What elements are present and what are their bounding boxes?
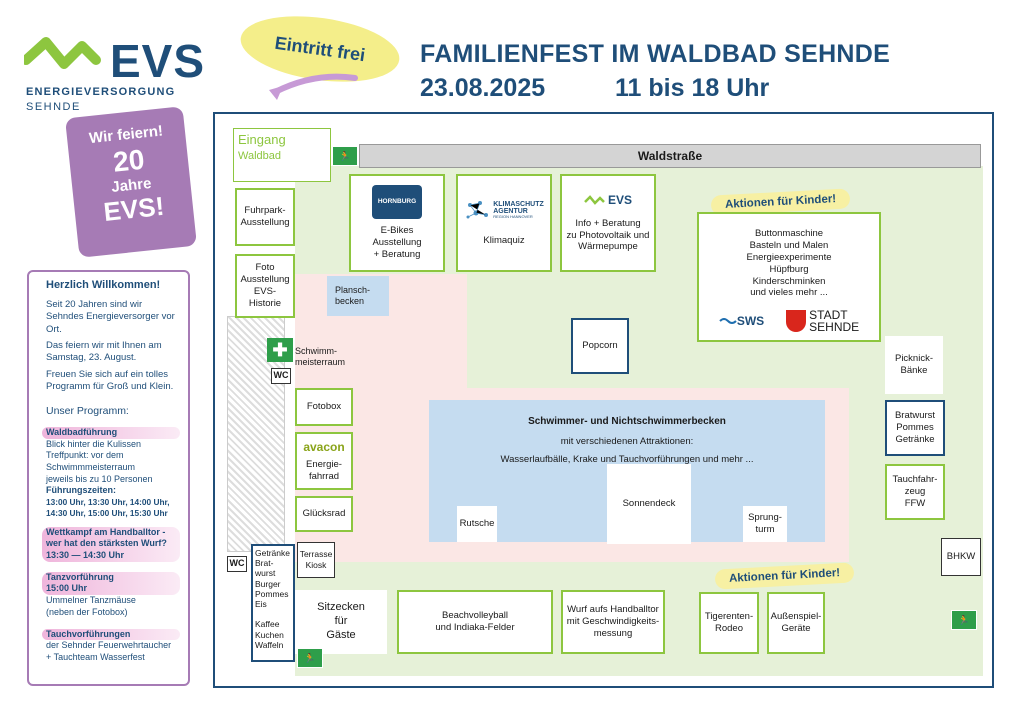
- program-item-waldbadfuehrung: Waldbadführung Blick hinter die Kulissen…: [42, 427, 180, 519]
- fuhrpark-ausstellung: Fuhrpark- Ausstellung: [235, 188, 295, 246]
- program-item-tauchen: Tauchvorführungen der Sehnder Feuerwehrt…: [42, 628, 180, 664]
- fotobox: Fotobox: [295, 388, 353, 426]
- evs-logo-line2: SEHNDE: [26, 101, 81, 113]
- pool-title: Schwimmer- und Nichtschwimmerbecken: [528, 416, 726, 427]
- eingang-box: Eingang Waldbad: [233, 128, 331, 182]
- hornburg-logo: HORNBURG: [372, 185, 422, 220]
- planschbecken: Plansch- becken: [327, 276, 389, 316]
- energiefahrrad: avacon Energie- fahrrad: [295, 432, 353, 490]
- tauchfahrzeug: Tauchfahr- zeug FFW: [885, 464, 945, 520]
- schwimmmeisterraum: Schwimm- meisterraum: [295, 346, 346, 367]
- evs-small-logo: EVS: [584, 193, 632, 208]
- stadt-sehnde-logo: STADT SEHNDE: [786, 309, 859, 333]
- klimaquiz-stand: KLIMASCHUTZ AGENTUR REGION HANNOVER Klim…: [456, 174, 552, 272]
- foto-ausstellung: Foto Ausstellung EVS- Historie: [235, 254, 295, 318]
- emergency-exit-icon-right: 🏃: [951, 610, 977, 630]
- wc-bottom: WC: [227, 556, 247, 572]
- wc-top: WC: [271, 368, 291, 384]
- rutsche: Rutsche: [457, 506, 497, 542]
- waldstrasse: Waldstraße: [359, 144, 981, 168]
- gluecksrad: Glücksrad: [295, 496, 353, 532]
- first-aid-station: ✚: [267, 338, 293, 362]
- kiosk-left: Getränke Brat- wurst Burger Pommes Eis K…: [251, 544, 295, 662]
- event-time: 11 bis 18 Uhr: [615, 74, 770, 102]
- stadt-wappen-icon: [786, 310, 807, 333]
- evs-logo: EVS ENERGIEVERSORGUNG SEHNDE: [24, 34, 234, 118]
- emergency-exit-icon: 🏃: [332, 146, 358, 166]
- aussenspielgeraete: Außenspiel- Geräte: [767, 592, 825, 654]
- sws-wave-icon: [719, 318, 737, 325]
- evs-wave-icon: [24, 37, 101, 69]
- popcorn-stand: Popcorn: [571, 318, 629, 374]
- evs-wave-small-icon: [584, 195, 605, 206]
- program-heading: Unser Programm:: [46, 405, 129, 418]
- pool-line3: Wasserlaufbälle, Krake und Tauchvorführu…: [500, 454, 754, 465]
- terrasse-kiosk: Terrasse Kiosk: [297, 542, 335, 578]
- handball-wurf: Wurf aufs Handballtor mit Geschwindigkei…: [561, 590, 665, 654]
- bhkw: BHKW: [941, 538, 981, 576]
- sprungturm: Sprung- turm: [743, 506, 787, 542]
- evs-logo-line1: ENERGIEVERSORGUNG: [26, 86, 176, 98]
- bratwurst-stand: Bratwurst Pommes Getränke: [885, 400, 945, 456]
- network-icon: [466, 201, 489, 219]
- sonnendeck: Sonnendeck: [607, 464, 691, 544]
- event-date: 23.08.2025: [420, 74, 546, 102]
- klimaschutz-logo: KLIMASCHUTZ AGENTUR REGION HANNOVER: [464, 199, 544, 221]
- swoosh-arrow-icon: [269, 73, 358, 100]
- ebikes-stand: HORNBURG E-Bikes Ausstellung + Beratung: [349, 174, 445, 272]
- welcome-title: Herzlich Willkommen!: [46, 279, 161, 291]
- tigerenten-rodeo: Tigerenten- Rodeo: [699, 592, 759, 654]
- emergency-exit-icon-bottom: 🏃: [297, 648, 323, 668]
- page-title: FAMILIENFEST IM WALDBAD SEHNDE: [420, 40, 891, 68]
- pool-line2: mit verschiedenen Attraktionen:: [560, 436, 694, 447]
- program-item-tanz: Tanzvorführung 15:00 Uhr Ummelner Tanzmä…: [42, 571, 180, 619]
- picknick-baenke: Picknick- Bänke: [885, 336, 943, 394]
- first-aid-icon: ✚: [272, 340, 288, 360]
- site-map: Waldstraße Schwimmer- und Nichtschwimmer…: [213, 112, 994, 688]
- sitzecken: Sitzecken für Gäste: [295, 590, 387, 654]
- evs-info-stand: EVS Info + Beratung zu Photovoltaik und …: [560, 174, 656, 272]
- sws-logo: SWS: [719, 314, 764, 329]
- evs-logo-mark: EVS: [110, 35, 206, 87]
- beachvolleyball: Beachvolleyball und Indiaka-Felder: [397, 590, 553, 654]
- kinder-aktionen-box: Buttonmaschine Basteln und Malen Energie…: [697, 212, 881, 342]
- program-item-wettkampf: Wettkampf am Handballtor - wer hat den s…: [42, 526, 180, 562]
- info-panel: Herzlich Willkommen! Seit 20 Jahren sind…: [27, 270, 190, 686]
- celebrate-badge: Wir feiern! 20 Jahre EVS!: [65, 106, 197, 258]
